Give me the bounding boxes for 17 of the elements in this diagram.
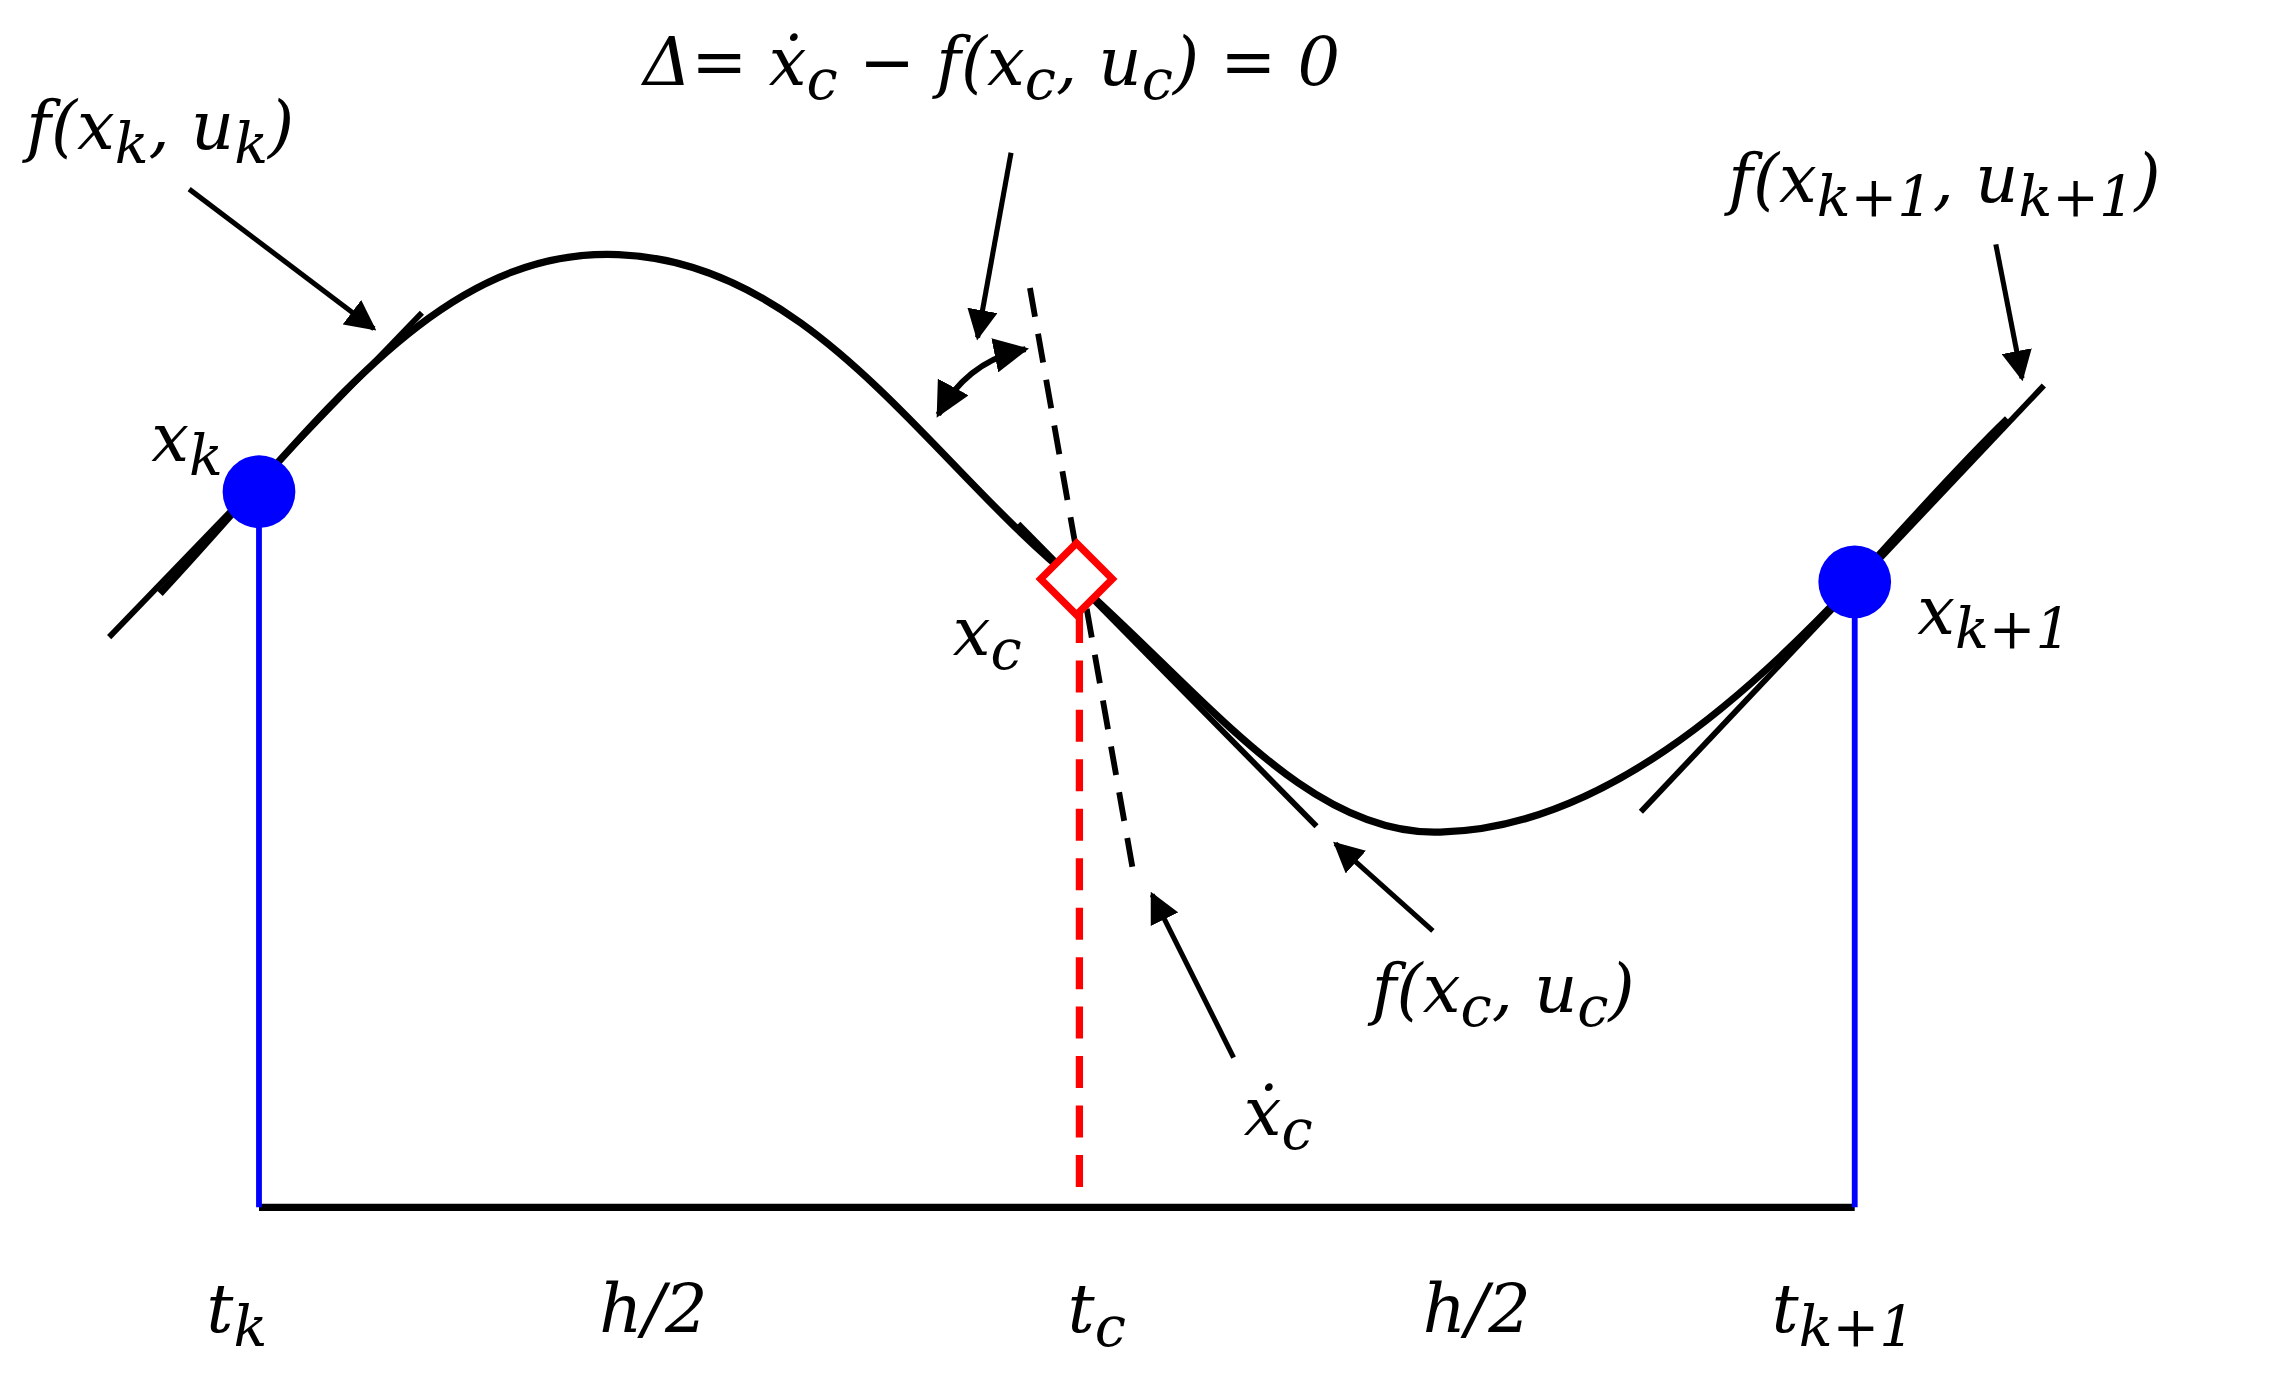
axis-label: h/2 xyxy=(599,1272,708,1347)
axis-label: h/2 xyxy=(1422,1272,1531,1347)
axis-label: t$_{k}$ xyxy=(206,1272,268,1358)
point-label: x$_{k}$ xyxy=(151,401,223,487)
point-label: x$_{k+1}$ xyxy=(1917,574,2071,660)
leader-arrow xyxy=(967,152,1014,341)
math-label: ẋ$_{c}$ xyxy=(1243,1076,1313,1162)
collocation-marker xyxy=(1035,537,1118,620)
axis-label: t$_{c}$ xyxy=(1067,1272,1126,1358)
math-label: Δ= ẋ$_{c}$ − f(x$_{c}$, u$_{c}$) = 0 xyxy=(643,26,1341,111)
leader-arrow xyxy=(1993,243,2032,382)
leader-arrow xyxy=(187,187,377,331)
leader-arrow xyxy=(1149,891,1236,1059)
curved-double-arrow xyxy=(935,339,1029,418)
point-label: x$_{c}$ xyxy=(952,596,1022,682)
axis-label: t$_{k+1}$ xyxy=(1771,1272,1915,1358)
leader-arrow xyxy=(1333,841,1435,933)
